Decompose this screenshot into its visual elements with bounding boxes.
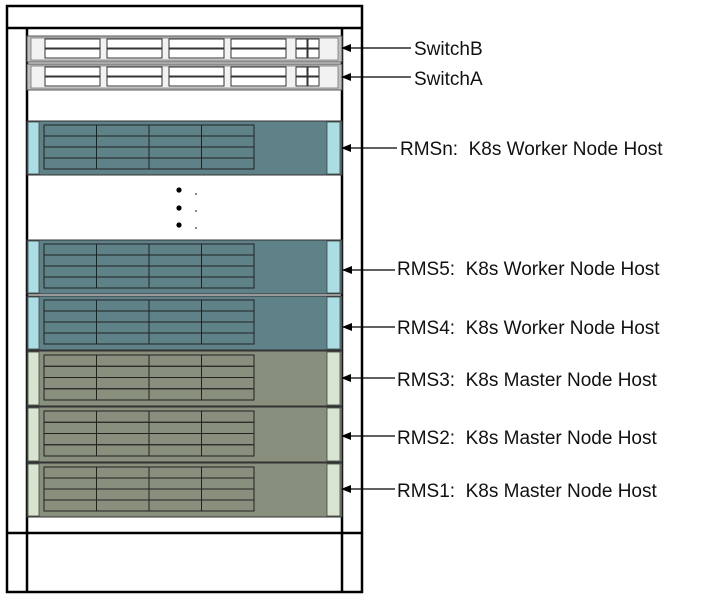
rack-devices bbox=[26, 35, 343, 518]
server-node bbox=[26, 350, 343, 407]
network-switch bbox=[26, 35, 343, 63]
label-rms2: RMS2: K8s Master Node Host bbox=[397, 428, 657, 449]
server-node bbox=[26, 120, 343, 176]
label-rms4: RMS4: K8s Worker Node Host bbox=[397, 318, 660, 339]
vertical-dots-icon bbox=[176, 187, 197, 229]
label-switchB: SwitchB bbox=[414, 39, 483, 60]
label-rms3: RMS3: K8s Master Node Host bbox=[397, 370, 657, 391]
network-switch bbox=[26, 63, 343, 91]
server-node bbox=[26, 406, 343, 463]
label-arrows bbox=[341, 44, 411, 493]
label-rms1: RMS1: K8s Master Node Host bbox=[397, 481, 657, 502]
label-switchA: SwitchA bbox=[414, 69, 483, 90]
server-node bbox=[26, 462, 343, 518]
label-rms5: RMS5: K8s Worker Node Host bbox=[397, 259, 660, 280]
label-rmsn: RMSn: K8s Worker Node Host bbox=[400, 139, 663, 160]
server-node bbox=[26, 295, 343, 351]
server-node bbox=[26, 239, 343, 295]
